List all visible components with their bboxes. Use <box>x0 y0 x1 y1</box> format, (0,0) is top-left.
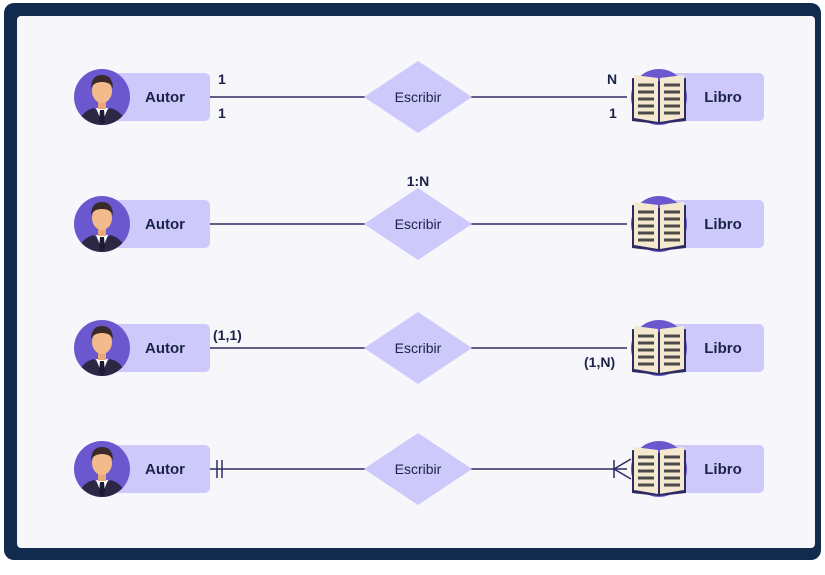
relation-escribir-diamond <box>364 433 472 505</box>
er-row-2: Autor Escribir <box>74 173 764 260</box>
cardinality-right-bottom: 1 <box>609 105 617 121</box>
cardinality-left-top: 1 <box>218 71 226 87</box>
person-avatar-icon <box>74 441 130 497</box>
relation-escribir-diamond <box>364 312 472 384</box>
er-row-3: Autor Escribir <box>74 312 764 384</box>
entity-libro-label: Libro <box>704 89 742 106</box>
person-avatar-icon <box>74 69 130 125</box>
relation-escribir-diamond <box>364 188 472 260</box>
entity-autor-label: Autor <box>145 461 185 478</box>
entity-libro-label: Libro <box>704 216 742 233</box>
cardinality-right-top: N <box>607 71 617 87</box>
entity-autor-box <box>107 73 210 121</box>
person-avatar-icon <box>74 320 130 376</box>
diagram-canvas: Autor Escribir <box>17 16 815 548</box>
book-icon <box>631 320 687 376</box>
entity-autor-label: Autor <box>145 340 185 357</box>
entity-autor-label: Autor <box>145 89 185 106</box>
diagram-frame: Autor Escribir <box>4 3 821 560</box>
entity-autor-label: Autor <box>145 216 185 233</box>
relation-escribir-label: Escribir <box>395 340 442 356</box>
cardinality-right: (1,N) <box>584 354 615 370</box>
entity-libro-label: Libro <box>704 340 742 357</box>
er-diagram: Autor Escribir <box>74 61 764 505</box>
crow-foot-one-marker <box>216 460 223 478</box>
relation-escribir-diamond <box>364 61 472 133</box>
entity-autor-box <box>107 445 210 493</box>
entity-libro-label: Libro <box>704 461 742 478</box>
crow-foot-many-marker <box>613 458 632 480</box>
entity-autor-box <box>107 324 210 372</box>
entity-autor-box <box>107 200 210 248</box>
relation-escribir-label: Escribir <box>395 216 442 232</box>
er-row-1: Autor Escribir <box>74 61 764 133</box>
er-row-4: Autor Escribir <box>74 433 764 505</box>
cardinality-above-relation: 1:N <box>407 173 430 189</box>
relation-escribir-label: Escribir <box>395 89 442 105</box>
book-icon <box>631 441 687 497</box>
book-icon <box>631 69 687 125</box>
relation-escribir-label: Escribir <box>395 461 442 477</box>
cardinality-left: (1,1) <box>213 327 242 343</box>
book-icon <box>631 196 687 252</box>
person-avatar-icon <box>74 196 130 252</box>
cardinality-left-bottom: 1 <box>218 105 226 121</box>
